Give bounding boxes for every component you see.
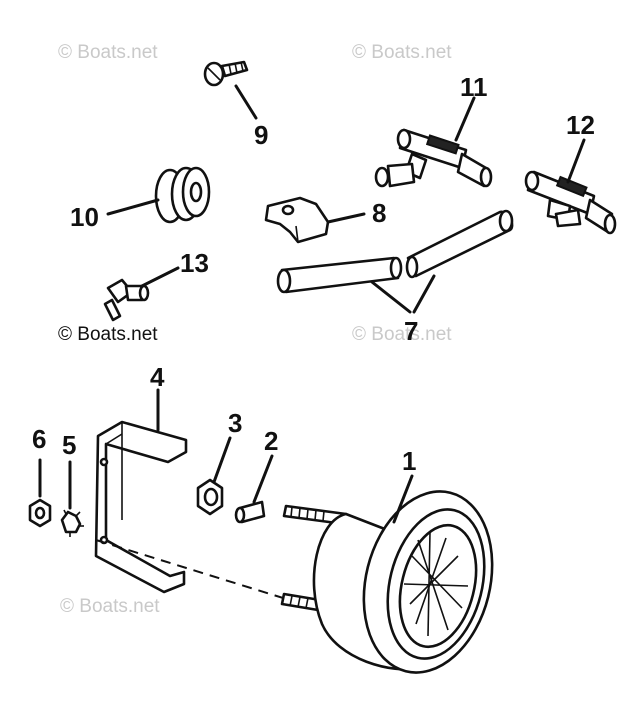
watermark-top-left: © Boats.net (58, 42, 158, 63)
callout-4: 4 (150, 362, 165, 392)
callout-5: 5 (62, 430, 76, 460)
screw-part-9 (203, 60, 249, 87)
elbow-fitting-part-13 (103, 278, 150, 322)
nut-part-6 (28, 498, 52, 528)
bracket-part-4 (94, 420, 188, 594)
leader-8 (326, 212, 366, 224)
leader-7b (412, 274, 436, 314)
watermark-middle-left: © Boats.net (58, 324, 158, 345)
tee-fitting-part-11 (374, 128, 493, 188)
watermark-middle-right: © Boats.net (352, 324, 452, 345)
watermark-bottom-left: © Boats.net (60, 596, 160, 617)
leader-7a (370, 280, 412, 314)
assembly-line (95, 539, 297, 603)
leader-10 (106, 198, 160, 216)
callout-1: 1 (402, 446, 416, 476)
callout-7: 7 (404, 316, 418, 346)
callout-3: 3 (228, 408, 242, 438)
callout-2: 2 (264, 426, 278, 456)
callout-8: 8 (372, 198, 386, 228)
leader-12 (566, 138, 586, 184)
tee-fitting-part-12 (524, 170, 617, 235)
gauge-part-1 (280, 490, 494, 674)
leader-11 (454, 96, 476, 142)
bulb-part-2 (234, 500, 266, 524)
callout-10: 10 (70, 202, 99, 232)
leader-1 (392, 474, 414, 524)
watermark-top-right: © Boats.net (352, 42, 452, 63)
lock-washer-part-5 (60, 509, 84, 537)
leader-13 (140, 266, 180, 288)
callout-9: 9 (254, 120, 268, 150)
callout-6: 6 (32, 424, 46, 454)
hose-part-7 (276, 209, 514, 294)
callout-11: 11 (460, 72, 488, 102)
grommet-part-10 (154, 166, 211, 224)
clamp-part-8 (264, 196, 330, 244)
callout-12: 12 (566, 110, 595, 140)
callout-13: 13 (180, 248, 209, 278)
leader-3 (212, 436, 232, 484)
leader-2 (252, 454, 274, 504)
leader-9 (234, 84, 258, 120)
lamp-socket-part-3 (196, 478, 224, 516)
